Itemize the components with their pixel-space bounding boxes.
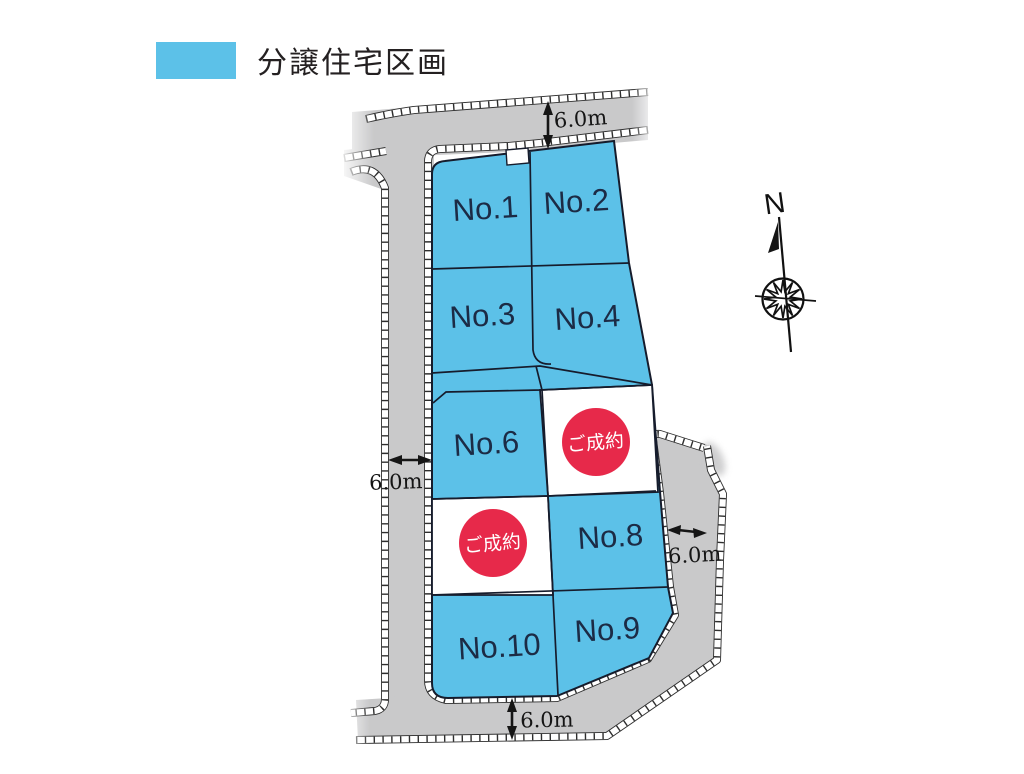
sold-badge-label: ご成約 xyxy=(566,430,625,457)
lot-no2-label: No.2 xyxy=(543,182,610,221)
lot-no6-label: No.6 xyxy=(453,424,520,463)
compass-needle xyxy=(777,216,793,353)
compass-rose: N xyxy=(754,187,817,353)
sold-badge-circle xyxy=(459,509,527,577)
compass-barb xyxy=(768,222,779,253)
compass-crossline xyxy=(754,295,817,302)
road-fades xyxy=(338,82,658,752)
sold-badge-label: ご成約 xyxy=(463,531,522,558)
legend: 分譲住宅区画 xyxy=(156,42,449,80)
road-bottom-right xyxy=(356,431,724,741)
legend-swatch xyxy=(156,42,236,79)
sold-badge-circle xyxy=(562,408,630,476)
lot-boundaries xyxy=(431,151,669,696)
lot-no4-label: No.4 xyxy=(554,298,621,337)
lot-no1-label: No.1 xyxy=(452,189,519,228)
lot-no10-label: No.10 xyxy=(457,627,542,667)
dimension-left-label: 6.0m xyxy=(369,469,423,495)
dimension-top-label: 6.0m xyxy=(553,105,608,133)
compass-circle xyxy=(761,277,805,321)
dimension-right-label: 6.0m xyxy=(667,542,722,569)
lot-no8-label: No.8 xyxy=(577,517,644,556)
road-left xyxy=(344,145,434,710)
lot-labels: No.1 No.2 No.3 No.4 No.6 No.8 No.10 No.9 xyxy=(449,182,644,666)
sold-badges: ご成約 ご成約 xyxy=(459,408,630,577)
boundary-notch xyxy=(505,147,530,166)
compass-star xyxy=(763,279,803,319)
compass-north-label: N xyxy=(762,187,787,222)
lot-no9-label: No.9 xyxy=(574,610,641,649)
dimension-annotations: 6.0m 6.0m 6.0m 6.0m xyxy=(369,101,722,740)
legend-label: 分譲住宅区画 xyxy=(257,47,449,80)
lots-layer: No.1 No.2 No.3 No.4 No.6 No.8 No.10 No.9… xyxy=(431,139,675,700)
lot-no3-label: No.3 xyxy=(449,296,516,335)
dimension-bottom-label: 6.0m xyxy=(520,708,574,733)
